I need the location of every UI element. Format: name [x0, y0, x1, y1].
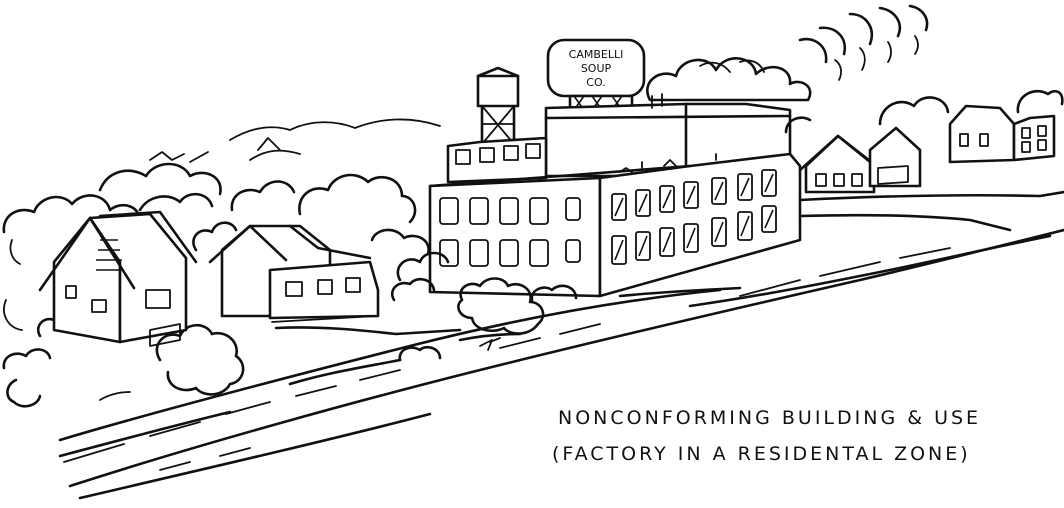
houses-right	[786, 91, 1062, 192]
sign-line-3: CO.	[586, 76, 605, 89]
caption: NONCONFORMING BUILDING & USE (FACTORY IN…	[552, 407, 981, 465]
background-treeline	[150, 119, 440, 162]
house-middle	[210, 226, 378, 322]
caption-line-1: NONCONFORMING BUILDING & USE	[558, 407, 981, 429]
house-left	[40, 212, 196, 346]
smoke-plume	[647, 6, 927, 100]
sign-line-1: CAMBELLI	[569, 48, 624, 61]
sign-line-2: SOUP	[581, 62, 612, 75]
water-tower	[478, 68, 518, 144]
caption-line-2: (FACTORY IN A RESIDENTAL ZONE)	[552, 443, 971, 465]
soup-company-sign: CAMBELLI SOUP CO.	[548, 40, 644, 110]
